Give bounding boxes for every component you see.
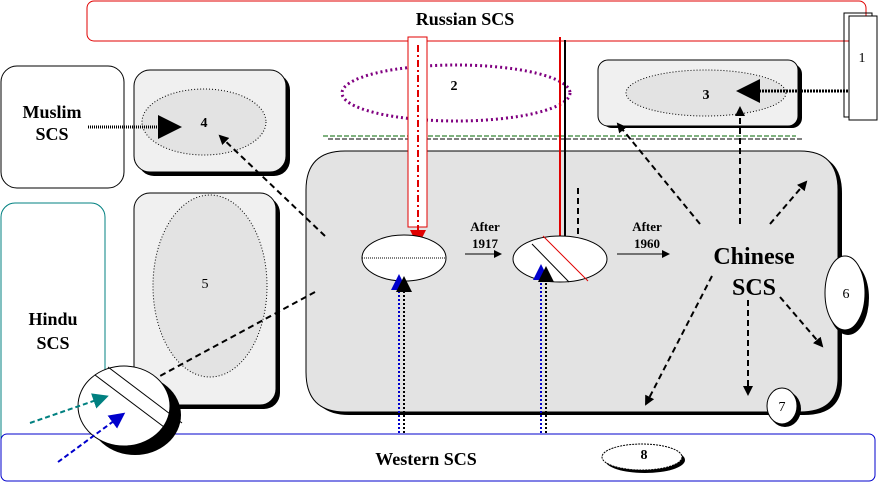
- western-arrow-to-hindu-state: [57, 412, 126, 463]
- region-6-ellipse: 6: [824, 255, 869, 335]
- muslim-scs-label-1: Muslim: [22, 102, 81, 122]
- arrow-to-4: [218, 134, 326, 237]
- hindu-state-circle: [77, 365, 183, 455]
- hindu-arrow-teal: [29, 393, 109, 424]
- chinese-arrow-to-6: [779, 296, 824, 348]
- state-ellipse-2: [512, 235, 608, 283]
- transition-1960-line1: After: [632, 219, 662, 234]
- russian-scs-label: Russian SCS: [416, 9, 515, 29]
- region-1-box: 1: [843, 12, 878, 121]
- marker-8: 8: [641, 448, 648, 463]
- state-ellipse-1: [361, 234, 447, 282]
- marker-1: 1: [859, 51, 866, 66]
- hindu-scs-label-2: SCS: [36, 333, 69, 353]
- transition-1917-line2: 1917: [472, 236, 499, 251]
- arrow-to-hindu-state: [145, 291, 316, 384]
- hindu-scs-label-1: Hindu: [28, 309, 77, 329]
- region-5-box: 5: [133, 192, 280, 409]
- marker-7: 7: [779, 400, 786, 415]
- region-3-box: 3: [597, 59, 802, 128]
- chinese-scs-label-1: Chinese: [713, 244, 795, 270]
- marker-5: 5: [202, 277, 209, 292]
- chinese-arrow-down-left: [645, 275, 713, 406]
- transition-1960-line2: 1960: [634, 236, 660, 251]
- region-4-box: 4: [133, 69, 290, 176]
- marker-2: 2: [451, 79, 458, 94]
- western-scs-label: Western SCS: [375, 449, 477, 469]
- region-2-ellipse: [340, 63, 572, 123]
- chinese-arrow-to-3a: [616, 122, 701, 225]
- western-scs-box: Western SCS 8: [0, 433, 876, 482]
- chinese-scs-label-2: SCS: [732, 275, 776, 301]
- muslim-scs-box: Muslim SCS: [0, 65, 125, 189]
- russian-scs-box: Russian SCS: [86, 0, 867, 42]
- marker-3: 3: [703, 88, 710, 103]
- transition-1917-line1: After: [470, 219, 500, 234]
- region-7-ellipse: 7: [766, 387, 801, 427]
- chinese-scs-area: Chinese SCS: [305, 150, 842, 415]
- marker-6: 6: [843, 287, 850, 302]
- muslim-scs-label-2: SCS: [35, 124, 68, 144]
- marker-4: 4: [201, 116, 208, 131]
